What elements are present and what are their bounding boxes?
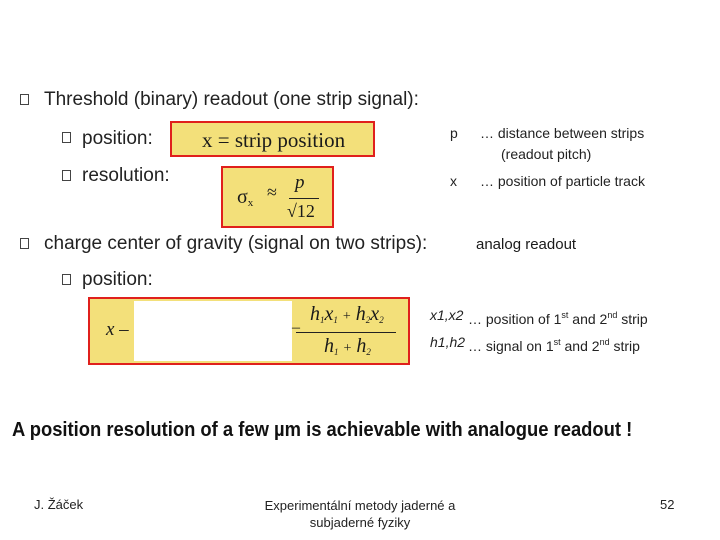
formula-numerator: h1x1 + h2x2 (310, 303, 384, 325)
footer-course-line2: subjaderné fyziky (309, 515, 411, 530)
position-label-2: position: (82, 269, 153, 290)
formula-denominator: h1 + h2 (324, 335, 371, 357)
note-x1x2-symbols: x1,x2 (430, 307, 464, 323)
footer-author: J. Žáček (34, 497, 84, 512)
note-h1h2-text: … signal on 1st and 2nd strip (468, 337, 640, 354)
note-x-text: … position of particle track (480, 173, 645, 189)
resolution-formula-box: σx ≈ p √12 (221, 166, 334, 228)
highlight-statement: A position resolution of a few µm is ach… (12, 419, 633, 441)
center-of-gravity-formula-box: x – – h1x1 + h2x2 h1 + h2 (88, 297, 410, 365)
bullet-icon (20, 238, 29, 249)
resolution-label: resolution: (82, 165, 170, 186)
bullet-threshold-readout: Threshold (binary) readout (one strip si… (44, 89, 419, 110)
footer-page-number: 52 (660, 497, 675, 512)
numerator-p: p (295, 172, 305, 193)
position-label: position: (82, 128, 153, 149)
position-formula-box: x = strip position (170, 121, 375, 157)
footer-course-line1: Experimentální metody jaderné a (264, 498, 456, 513)
formula-blank-area (134, 301, 292, 361)
sigma-symbol: σx (237, 186, 254, 209)
denominator-sqrt12: √12 (287, 201, 315, 221)
fraction-bar (289, 198, 319, 199)
note-x-symbol: x (450, 173, 457, 189)
bullet-icon (20, 94, 29, 105)
footer-course: Experimentální metody jaderné a subjader… (230, 497, 490, 531)
note-x1x2-text: … position of 1st and 2nd strip (468, 310, 648, 327)
bullet-icon (62, 170, 71, 181)
note-p-text: … distance between strips (480, 125, 645, 141)
formula-fraction-bar (296, 332, 396, 333)
note-p-symbol: p (450, 125, 458, 141)
note-p-text-2: (readout pitch) (501, 146, 592, 162)
analog-readout-tag: analog readout (476, 236, 577, 253)
position-formula: x = strip position (202, 128, 346, 152)
bullet-icon (62, 274, 71, 285)
formula-minus: – (292, 319, 300, 336)
approx-symbol: ≈ (267, 182, 277, 202)
bullet-icon (62, 132, 71, 143)
bullet-center-of-gravity: charge center of gravity (signal on two … (44, 233, 428, 254)
note-h1h2-symbols: h1,h2 (430, 334, 466, 350)
formula-lhs: x – (106, 319, 129, 340)
